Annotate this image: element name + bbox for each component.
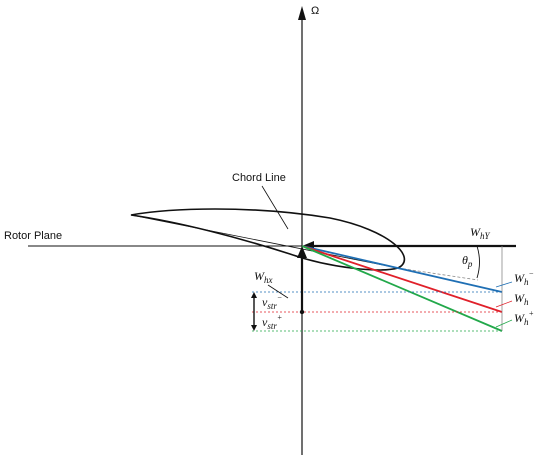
w-h-minus-vector [301, 245, 503, 293]
w-h-label: Wh [514, 291, 529, 307]
v-str-plus-label: vstr+ [262, 313, 282, 331]
omega-axis-arrowhead [298, 6, 306, 20]
w-h-plus-label: Wh+ [514, 309, 534, 327]
w-hx-arrowhead [297, 246, 307, 258]
w-hx-origin-dot [299, 309, 305, 315]
w-h-minus-label: Wh− [514, 269, 534, 287]
theta-p-arc [476, 245, 480, 279]
v-str-minus-arrowhead [251, 292, 257, 298]
chord-line-leader [261, 185, 289, 230]
chord-extension [397, 267, 479, 281]
w-hx-leader [267, 284, 289, 299]
w-hx-label: Whx [254, 269, 273, 285]
chord-line-label: Chord Line [232, 172, 286, 184]
w-hy-label: WhY [470, 225, 491, 241]
theta-p-label: θp [462, 253, 473, 269]
w-h-leader [495, 300, 513, 308]
w-h-vector [301, 245, 503, 313]
w-h-minus-leader [495, 281, 513, 288]
rotor-plane-label: Rotor Plane [4, 230, 62, 242]
v-str-plus-arrowhead [251, 325, 257, 331]
chord-line [130, 214, 399, 269]
airfoil-outline [130, 208, 406, 271]
w-h-plus-vector [301, 245, 503, 332]
omega-label: Ω [311, 5, 319, 17]
w-h-plus-leader [495, 319, 513, 328]
v-str-minus-label: vstr− [262, 293, 282, 311]
